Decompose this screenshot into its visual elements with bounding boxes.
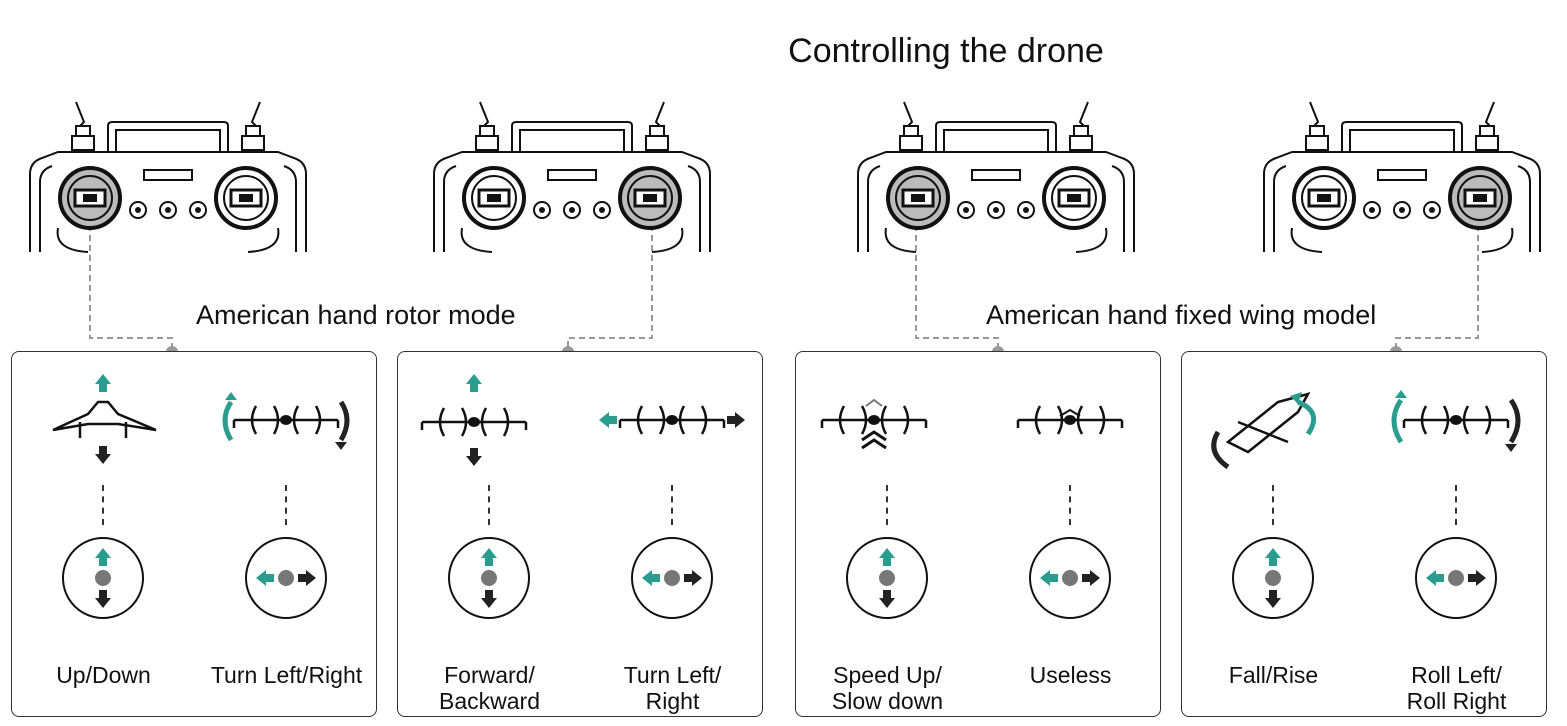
dashed-connector [488,485,492,525]
control-item: Useless [979,352,1162,718]
stick-direction-icon [1410,537,1502,619]
control-item: Forward/Backward [398,352,581,718]
diagram-title: Controlling the drone [788,32,1104,70]
stick-direction-icon [1024,537,1116,619]
dashed-connector [102,485,106,525]
drone-strafe-icon [597,372,747,482]
control-panel: Forward/Backward Turn Left/Right [397,351,763,717]
stick-direction-icon [841,537,933,619]
drone-pitch-icon [414,372,564,482]
control-item: Fall/Rise [1182,352,1365,718]
control-item: Up/Down [12,352,195,718]
control-item: Turn Left/Right [581,352,764,718]
control-label: Roll Left/Roll Right [1406,662,1507,714]
remote-controller-icon [1262,100,1542,260]
control-label: Turn Left/Right [210,662,363,688]
remote-controller-icon [856,100,1136,260]
control-item: Speed Up/Slow down [796,352,979,718]
control-label: Useless [1029,662,1112,688]
control-panel: Fall/Rise Roll Left/Roll Right [1181,351,1547,717]
control-label: Fall/Rise [1228,662,1319,688]
dashed-connector [1272,485,1276,525]
control-item: Turn Left/Right [195,352,378,718]
mode-label-rotor: American hand rotor mode [196,300,516,330]
drone-yaw-icon [211,372,361,482]
remote-controller-icon [28,100,308,260]
dashed-connector [1455,485,1459,525]
mode-label-fixed-wing: American hand fixed wing model [986,300,1377,330]
remote-controller-icon [432,100,712,260]
control-label: Turn Left/Right [623,662,722,714]
stick-direction-icon [240,537,332,619]
control-panel: Speed Up/Slow down Useless [795,351,1161,717]
drone-static-icon [995,372,1145,482]
stick-direction-icon [1227,537,1319,619]
control-label: Up/Down [56,662,151,688]
control-item: Roll Left/Roll Right [1365,352,1548,718]
control-label: Forward/Backward [439,662,540,714]
stick-direction-icon [443,537,535,619]
dashed-connector [886,485,890,525]
dashed-connector [285,485,289,525]
control-label: Speed Up/Slow down [831,662,944,714]
drone-throttle-icon [812,372,962,482]
drone-takeoff-icon [28,372,178,482]
drone-roll-icon [1381,372,1531,482]
dashed-connector [1069,485,1073,525]
dashed-connector [671,485,675,525]
control-panel: Up/Down Turn Left/Right [11,351,377,717]
drone-pitch-fixed-wing-icon [1198,372,1348,482]
stick-direction-icon [626,537,718,619]
stick-direction-icon [57,537,149,619]
